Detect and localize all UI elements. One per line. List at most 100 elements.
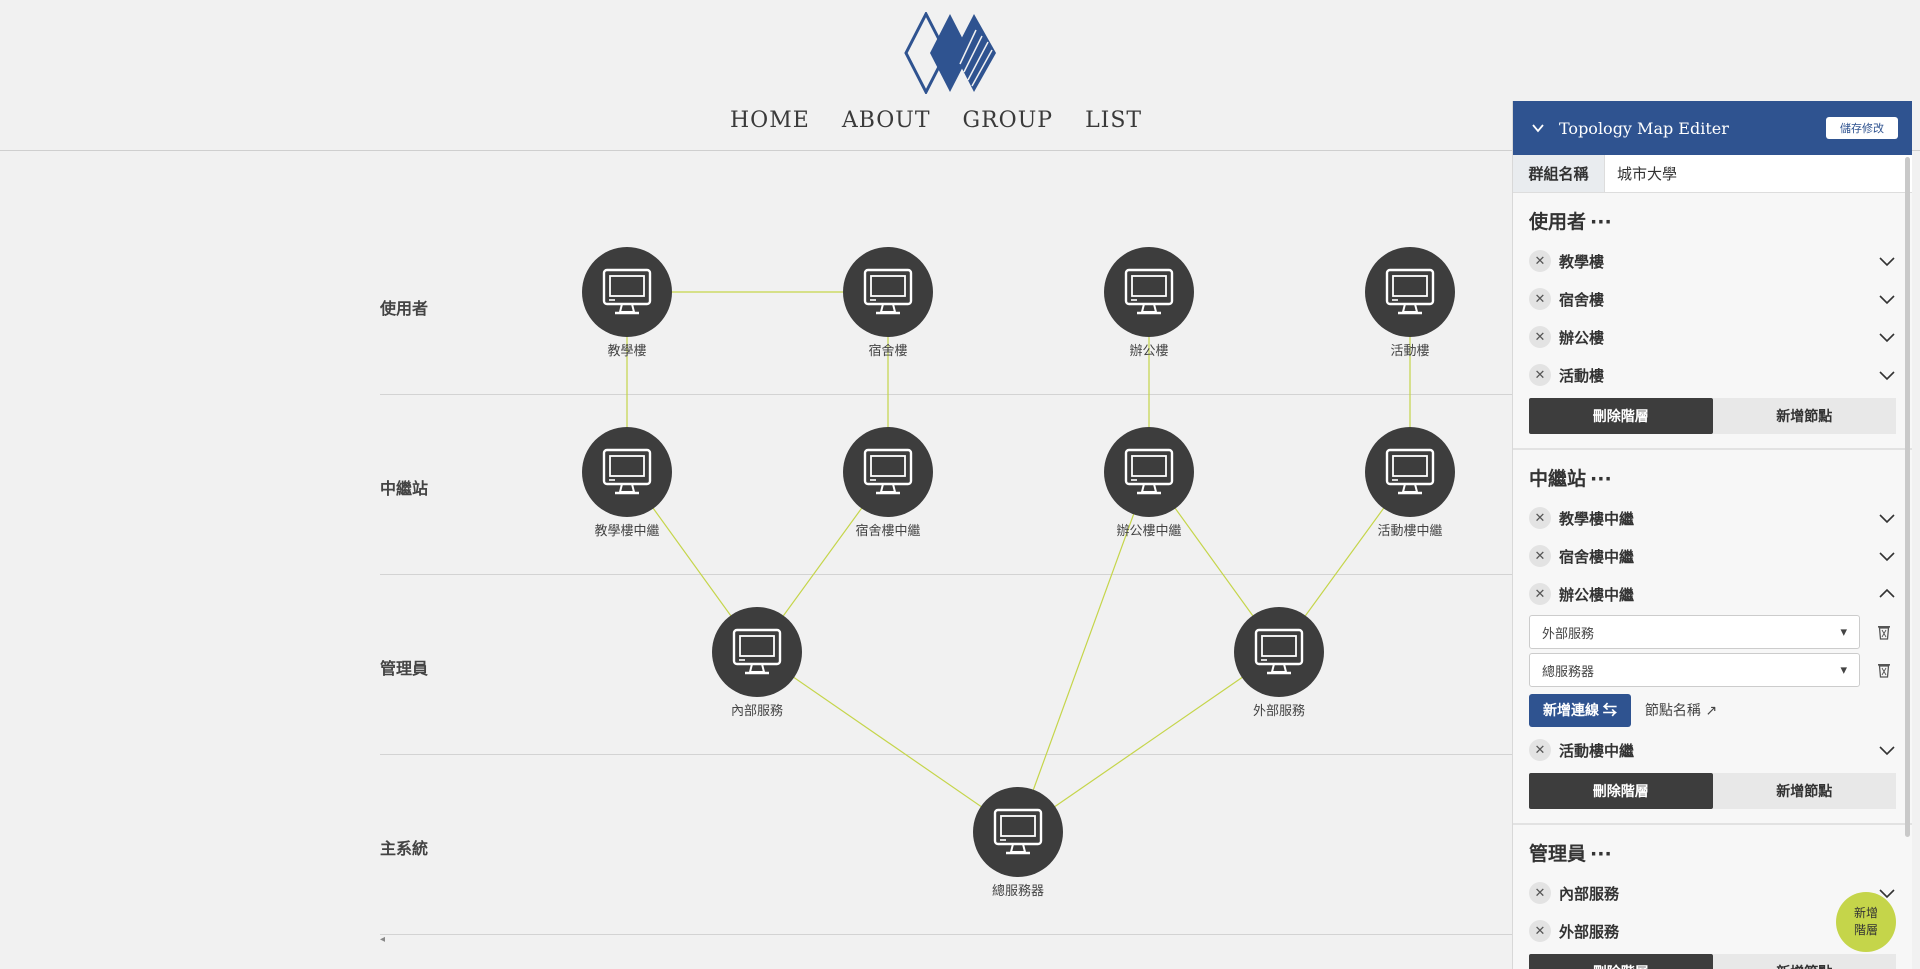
layer-section-admin: 管理員··· ✕ 內部服務 ✕ 外部服務 刪除階層 新增節點	[1513, 825, 1912, 969]
delete-layer-button[interactable]: 刪除階層	[1529, 398, 1713, 434]
select-value: 外部服務	[1542, 626, 1595, 642]
add-node-button[interactable]: 新增節點	[1712, 954, 1896, 969]
section-title: 中繼站	[1529, 468, 1587, 490]
chevron-down-icon[interactable]	[1878, 252, 1896, 270]
more-icon[interactable]: ···	[1590, 843, 1612, 865]
topology-node[interactable]: 總服務器	[948, 787, 1088, 899]
node-label: 宿舍樓	[868, 344, 908, 359]
computer-icon	[843, 247, 933, 337]
node-label: 外部服務	[1252, 704, 1305, 719]
add-connection-button[interactable]: 新增連線 ⇆	[1529, 693, 1631, 727]
section-title: 管理員	[1529, 843, 1587, 865]
group-name-row: 群組名稱	[1513, 155, 1912, 193]
add-layer-fab[interactable]: 新增階層	[1836, 892, 1896, 952]
item-name: 宿舍樓	[1559, 290, 1605, 309]
item-name: 活動樓	[1559, 366, 1605, 385]
chevron-up-icon[interactable]	[1878, 585, 1896, 603]
computer-icon	[843, 427, 933, 517]
item-name: 外部服務	[1559, 922, 1620, 941]
trash-icon[interactable]	[1872, 624, 1896, 640]
list-item: ✕ 活動樓	[1529, 356, 1896, 394]
node-name-label: 節點名稱	[1644, 703, 1701, 719]
close-icon[interactable]: ✕	[1529, 739, 1551, 761]
chevron-down-icon[interactable]	[1531, 121, 1545, 135]
add-node-button[interactable]: 新增節點	[1712, 773, 1896, 809]
fab-label-line1: 新增	[1853, 906, 1878, 920]
nav-about[interactable]: ABOUT	[841, 108, 931, 133]
item-name: 辦公樓中繼	[1559, 585, 1635, 604]
topology-node[interactable]: 活動樓中繼	[1340, 427, 1480, 539]
nav-home[interactable]: HOME	[730, 108, 810, 133]
save-changes-button[interactable]: 儲存修改	[1826, 117, 1898, 139]
caret-down-icon: ▾	[1840, 662, 1847, 678]
computer-icon	[973, 787, 1063, 877]
edge-m2-s1	[1017, 651, 1280, 833]
delete-layer-button[interactable]: 刪除階層	[1529, 954, 1713, 969]
node-label: 辦公樓中繼	[1116, 524, 1182, 539]
nav-group[interactable]: GROUP	[962, 108, 1054, 133]
chevron-down-icon[interactable]	[1878, 328, 1896, 346]
computer-icon	[712, 607, 802, 697]
close-icon[interactable]: ✕	[1529, 583, 1551, 605]
close-icon[interactable]: ✕	[1529, 250, 1551, 272]
computer-icon	[1365, 427, 1455, 517]
chevron-down-icon[interactable]	[1878, 366, 1896, 384]
close-icon[interactable]: ✕	[1529, 545, 1551, 567]
chevron-down-icon[interactable]	[1878, 741, 1896, 759]
more-icon[interactable]: ···	[1590, 211, 1612, 233]
close-icon[interactable]: ✕	[1529, 507, 1551, 529]
topology-node[interactable]: 活動樓	[1340, 247, 1480, 359]
node-label: 教學樓中繼	[594, 524, 660, 539]
topology-node[interactable]: 外部服務	[1209, 607, 1349, 719]
list-item: ✕ 宿舍樓中繼	[1529, 537, 1896, 575]
panel-scrollbar[interactable]	[1905, 157, 1910, 837]
topology-node[interactable]: 辦公樓	[1079, 247, 1219, 359]
trash-icon[interactable]	[1872, 662, 1896, 678]
edge-m1-s1	[756, 651, 1019, 833]
close-icon[interactable]: ✕	[1529, 326, 1551, 348]
topology-node[interactable]: 宿舍樓	[818, 247, 958, 359]
topology-node[interactable]: 辦公樓中繼	[1079, 427, 1219, 539]
layer-label-main: 主系統	[380, 839, 429, 858]
layer-divider	[380, 934, 1520, 935]
layer-label-users: 使用者	[380, 299, 429, 318]
connection-select[interactable]: 總服務器▾	[1529, 653, 1860, 687]
node-name-link[interactable]: 節點名稱 ↗	[1645, 700, 1717, 720]
layer-divider	[380, 574, 1520, 575]
group-name-input[interactable]	[1605, 155, 1912, 192]
group-name-label: 群組名稱	[1513, 155, 1605, 192]
node-label: 宿舍樓中繼	[855, 524, 921, 539]
section-title: 使用者	[1529, 211, 1587, 233]
close-icon[interactable]: ✕	[1529, 920, 1551, 942]
item-name: 辦公樓	[1559, 328, 1605, 347]
add-connection-label: 新增連線	[1543, 702, 1599, 718]
scroll-left-arrow[interactable]: ◂	[380, 934, 386, 945]
chevron-down-icon[interactable]	[1878, 884, 1896, 902]
topology-node[interactable]: 教學樓中繼	[557, 427, 697, 539]
computer-icon	[1234, 607, 1324, 697]
node-label: 總服務器	[991, 884, 1044, 899]
chevron-down-icon[interactable]	[1878, 509, 1896, 527]
chevron-down-icon[interactable]	[1878, 290, 1896, 308]
computer-icon	[582, 427, 672, 517]
delete-layer-button[interactable]: 刪除階層	[1529, 773, 1713, 809]
close-icon[interactable]: ✕	[1529, 882, 1551, 904]
connection-select[interactable]: 外部服務▾	[1529, 615, 1860, 649]
topology-node[interactable]: 教學樓	[557, 247, 697, 359]
close-icon[interactable]: ✕	[1529, 288, 1551, 310]
layer-divider	[380, 394, 1520, 395]
layer-divider	[380, 754, 1520, 755]
topology-node[interactable]: 宿舍樓中繼	[818, 427, 958, 539]
topology-node[interactable]: 內部服務	[687, 607, 827, 719]
add-node-button[interactable]: 新增節點	[1712, 398, 1896, 434]
logo	[904, 12, 996, 94]
nav-list[interactable]: LIST	[1085, 108, 1143, 133]
more-icon[interactable]: ···	[1590, 468, 1612, 490]
computer-icon	[582, 247, 672, 337]
chevron-down-icon[interactable]	[1878, 547, 1896, 565]
close-icon[interactable]: ✕	[1529, 364, 1551, 386]
node-label: 內部服務	[730, 704, 783, 719]
edge-r3-s1	[1017, 471, 1150, 833]
layer-section-relay: 中繼站··· ✕ 教學樓中繼 ✕ 宿舍樓中繼 ✕ 辦公樓中繼 外部服務▾ 總服務…	[1513, 450, 1912, 825]
main-nav: HOME ABOUT GROUP LIST	[730, 108, 1142, 133]
